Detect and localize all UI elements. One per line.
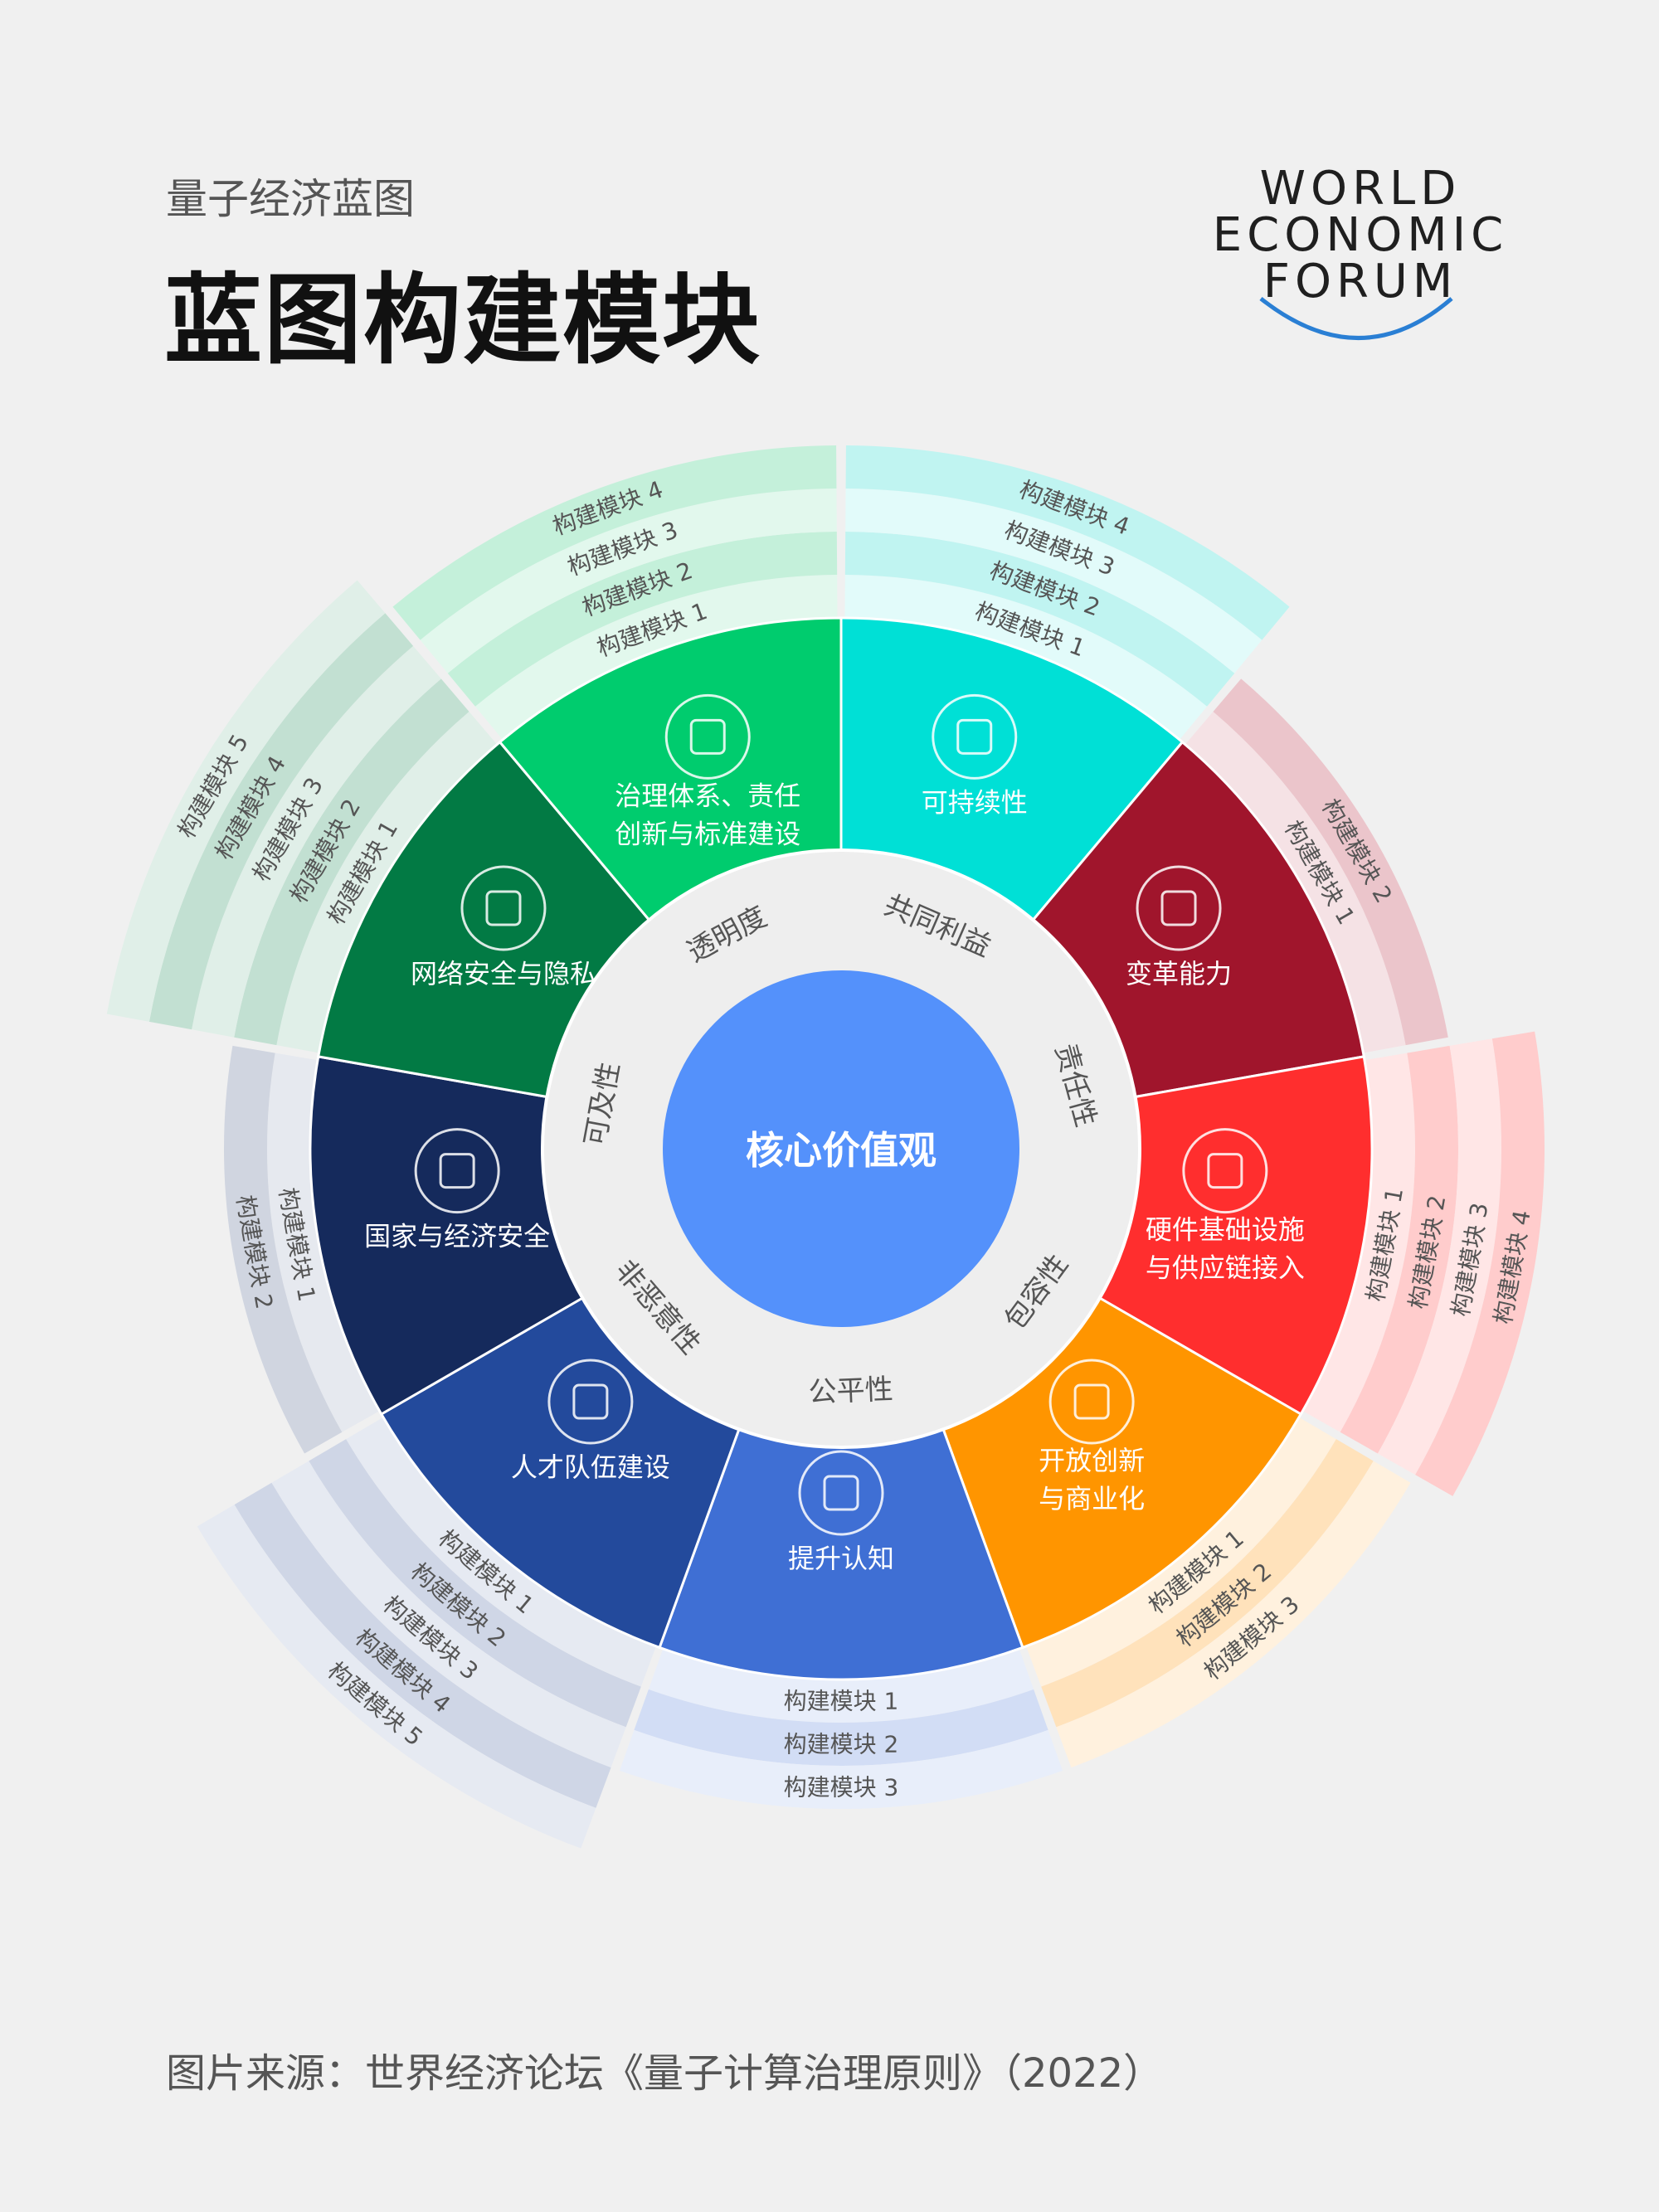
logo-line-3: FORUM — [1262, 255, 1458, 309]
governance-label-1: 治理体系、责任 — [615, 780, 800, 811]
lightbulb-icon-glyph — [1073, 1383, 1110, 1420]
hardware-label-2: 与供应链接入 — [1146, 1252, 1305, 1284]
hardware-module-band-2 — [1340, 1045, 1459, 1454]
value-label-5: 公平性 — [808, 1373, 894, 1409]
audience-icon-glyph — [823, 1475, 859, 1511]
hardware-module-band-1 — [1302, 1053, 1415, 1432]
open-innovation-module-band-1 — [1026, 1417, 1336, 1687]
sustainability-module-band-3 — [845, 489, 1262, 673]
hardware-label-1: 硬件基础设施 — [1146, 1214, 1305, 1246]
governance-module-band-4 — [392, 445, 837, 640]
cybersecurity-module-band-2 — [234, 678, 469, 1046]
plant-icon — [932, 693, 1018, 780]
awareness-module-band-3 — [619, 1729, 1063, 1809]
awareness-module-label-3: 构建模块 3 — [784, 1774, 899, 1801]
talent-module-band-2 — [309, 1439, 641, 1728]
globe-icon — [414, 1128, 500, 1214]
plant-icon-glyph — [956, 718, 993, 755]
talent-module-band-1 — [346, 1417, 656, 1687]
core-label: 核心价值观 — [746, 1128, 937, 1173]
cybersecurity-module-band-5 — [106, 580, 386, 1022]
talent-module-band-3 — [271, 1461, 626, 1768]
chip-icon — [1182, 1128, 1268, 1214]
capitol-icon — [664, 693, 751, 780]
globe-icon-glyph — [439, 1153, 475, 1189]
awareness-module-band-2 — [634, 1689, 1048, 1766]
classroom-icon-glyph — [572, 1383, 609, 1420]
talent-module-band-4 — [234, 1482, 611, 1808]
sustainability-module-band-2 — [844, 532, 1235, 707]
page-title: 蓝图构建模块 — [164, 263, 762, 377]
awareness-module-label-1: 构建模块 1 — [784, 1688, 899, 1715]
talent-label-1: 人才队伍建设 — [511, 1451, 670, 1483]
awareness-label-1: 提升认知 — [788, 1543, 894, 1574]
open-innovation-module-band-2 — [1041, 1439, 1374, 1728]
open-innovation-module-band-3 — [1056, 1461, 1411, 1768]
cybersecurity-module-band-4 — [148, 613, 414, 1030]
sustainability-module-band-4 — [845, 445, 1290, 640]
governance-module-band-3 — [420, 489, 837, 673]
lock-icon-glyph — [485, 890, 522, 926]
network-icon — [1136, 865, 1222, 951]
hardware-module-band-4 — [1415, 1031, 1545, 1496]
chip-icon-glyph — [1207, 1153, 1243, 1189]
core-circle — [663, 970, 1019, 1327]
security-module-band-2 — [223, 1045, 343, 1454]
lock-icon — [460, 865, 547, 951]
logo-arc — [1259, 297, 1453, 340]
logo-line-2: ECONOMIC — [1212, 208, 1509, 262]
audience-icon — [798, 1450, 884, 1536]
awareness-module-label-2: 构建模块 2 — [784, 1731, 899, 1758]
classroom-icon — [547, 1359, 634, 1445]
awareness-module-band-1 — [648, 1648, 1034, 1723]
talent-module-band-5 — [197, 1505, 596, 1849]
transformation-module-band-2 — [1213, 678, 1448, 1046]
open-innovation-label-1: 开放创新 — [1039, 1445, 1145, 1476]
logo-line-1: WORLD — [1259, 162, 1462, 216]
capitol-icon-glyph — [689, 718, 726, 755]
governance-module-band-1 — [474, 575, 838, 740]
page-subtitle: 量子经济蓝图 — [166, 175, 415, 223]
sustainability-module-band-1 — [844, 575, 1208, 740]
governance-label-2: 创新与标准建设 — [615, 818, 800, 849]
security-module-band-1 — [267, 1053, 380, 1432]
sustainability-label-1: 可持续性 — [922, 786, 1028, 818]
transformation-label-1: 变革能力 — [1126, 958, 1232, 989]
cybersecurity-module-band-3 — [192, 645, 441, 1038]
network-icon-glyph — [1160, 890, 1197, 926]
wef-logo: WORLD ECONOMIC FORUM — [1211, 166, 1510, 348]
cybersecurity-label-1: 网络安全与隐私 — [411, 958, 596, 989]
lightbulb-icon — [1048, 1359, 1135, 1445]
source-caption: 图片来源：世界经济论坛《量子计算治理原则》（2022） — [166, 2050, 1164, 2097]
open-innovation-label-2: 与商业化 — [1039, 1483, 1145, 1514]
hardware-module-band-3 — [1377, 1038, 1502, 1475]
security-label-1: 国家与经济安全 — [364, 1221, 550, 1252]
governance-module-band-2 — [447, 532, 838, 707]
